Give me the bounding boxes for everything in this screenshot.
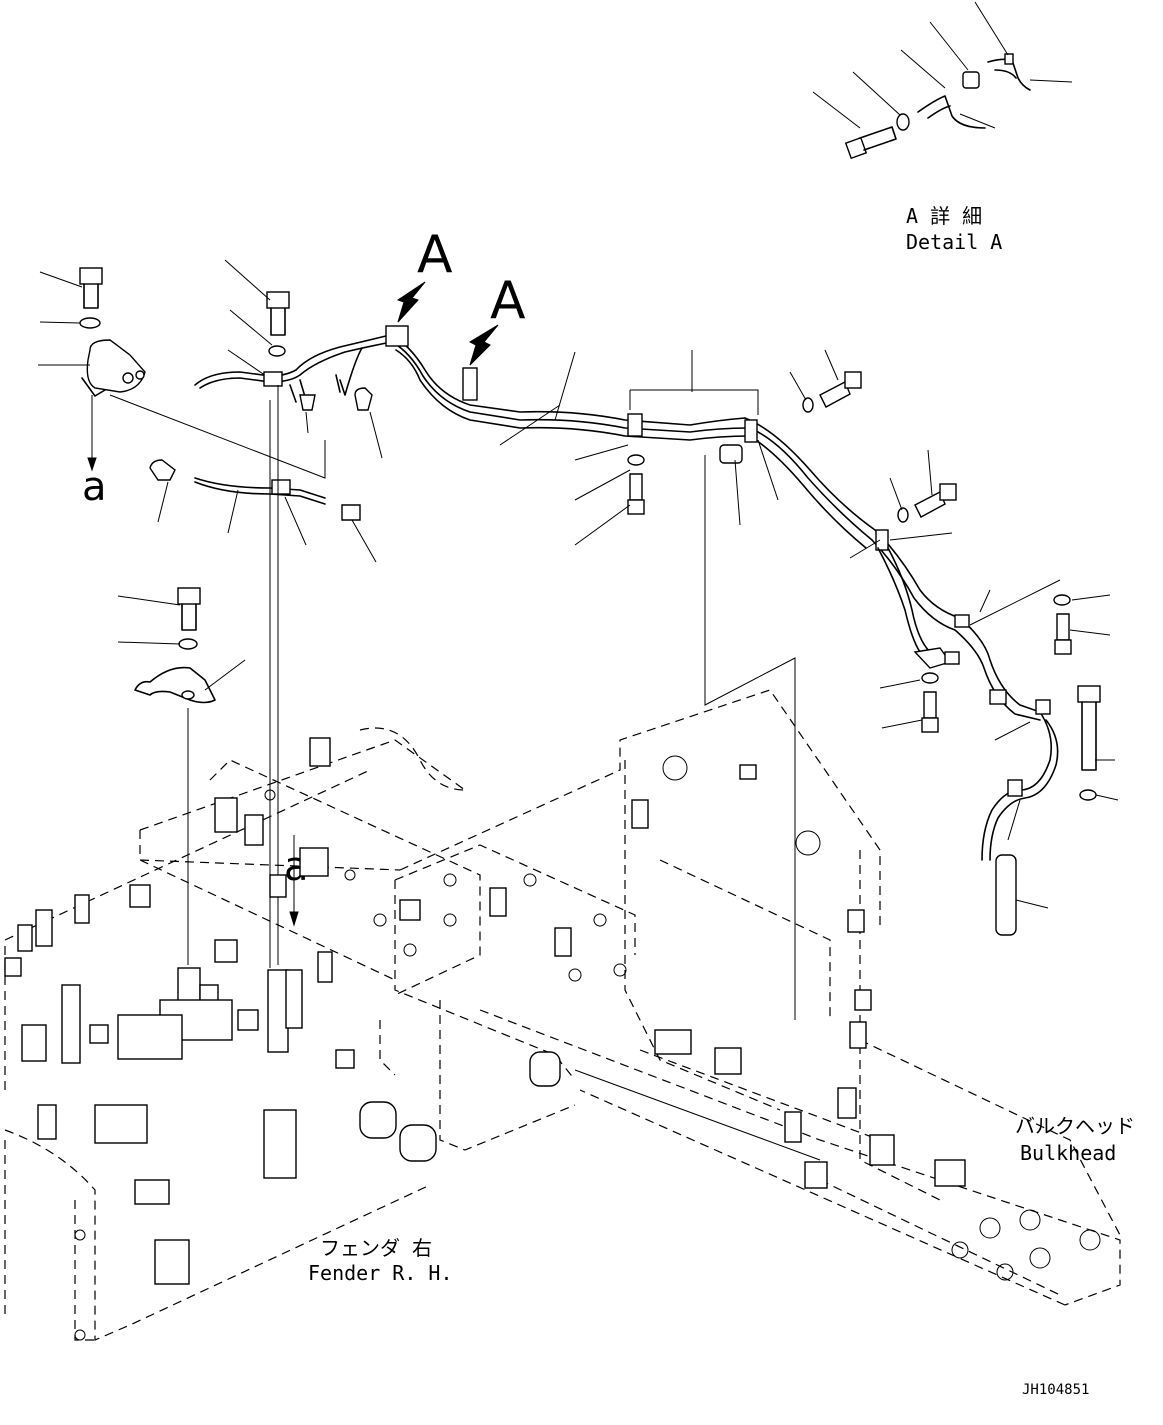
view-arrow-a-2	[468, 324, 499, 366]
detail-a-label-jp: A 詳 細	[906, 204, 982, 228]
relay-assembly: a	[38, 267, 146, 510]
hardware-right	[499, 349, 1119, 909]
detail-a-harness	[987, 58, 1031, 91]
detail-a-clamp	[917, 95, 986, 129]
detail-a-label-en: Detail A	[906, 230, 1002, 254]
drawing-id: JH104851	[1022, 1382, 1089, 1398]
detail-a-washer	[896, 113, 910, 131]
view-arrow-a-2-label: A	[490, 271, 526, 331]
bolt-2	[224, 259, 290, 381]
hardware-left: a	[109, 385, 796, 1020]
view-arrow-a-1	[396, 281, 426, 323]
detail-a-group: A 詳 細 Detail A	[812, 1, 1073, 254]
view-arrow-a-1-label: A	[417, 225, 453, 285]
fender-label-en: Fender R. H.	[308, 1261, 453, 1285]
ref-a-top: a	[82, 464, 107, 510]
detail-a-bolt	[844, 126, 897, 160]
detail-a-spacer	[962, 71, 980, 89]
wire-harness	[194, 325, 1059, 936]
fender-label-jp: フェンダ 右	[320, 1236, 432, 1260]
bulkhead-label-jp: バルクヘッド	[1015, 1114, 1135, 1138]
bulkhead-label-en: Bulkhead	[1020, 1141, 1116, 1165]
frame-outline	[4, 689, 1121, 1341]
